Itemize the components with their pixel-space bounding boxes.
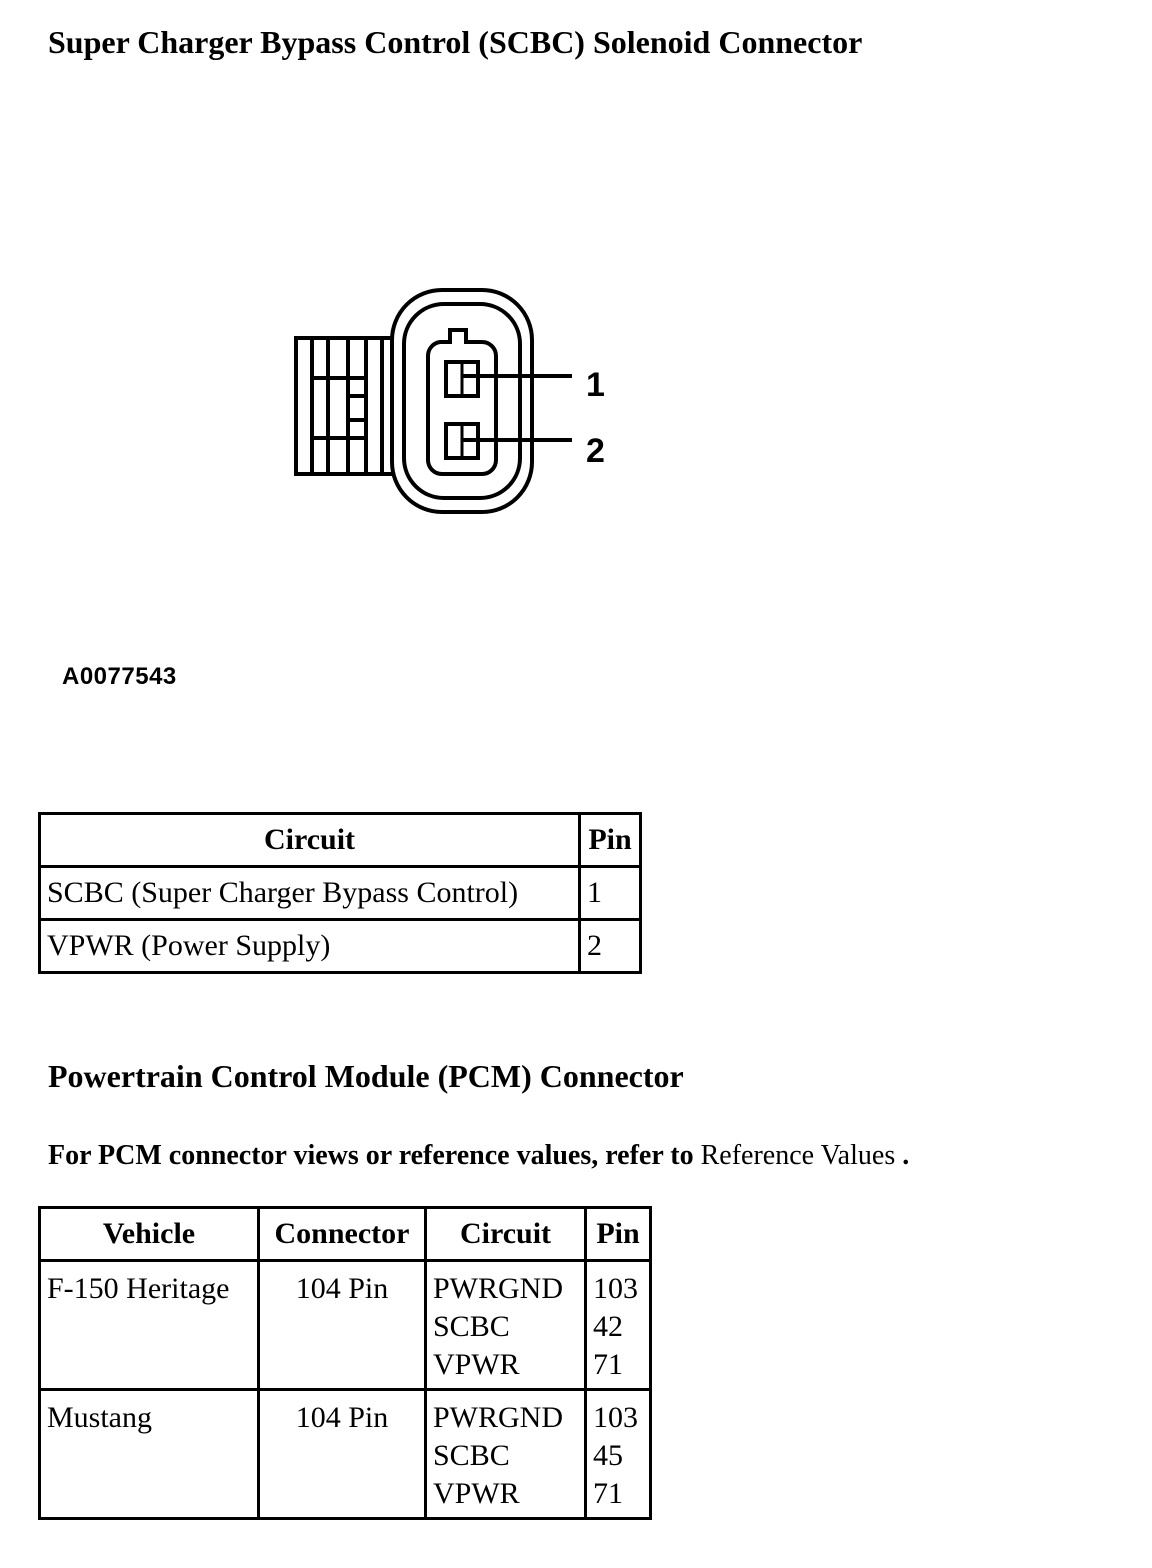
figure-id: A0077543	[62, 663, 177, 690]
table-row: F-150 Heritage 104 Pin PWRGND SCBC VPWR …	[38, 1259, 652, 1391]
header-circuit: Circuit	[38, 812, 581, 868]
circuit-cell: VPWR (Power Supply)	[38, 918, 581, 974]
note-end: .	[902, 1140, 910, 1171]
note-text: For PCM connector views or reference val…	[48, 1140, 694, 1171]
section-title: Powertrain Control Module (PCM) Connecto…	[48, 1058, 684, 1094]
circuit-cell: SCBC (Super Charger Bypass Control)	[38, 865, 581, 921]
circuit-line: VPWR	[433, 1348, 520, 1381]
pin-1-label: 1	[586, 366, 605, 404]
pin-cell: 103 42 71	[584, 1259, 652, 1391]
circuit-line: SCBC	[433, 1310, 510, 1343]
pin-2-label: 2	[586, 432, 605, 470]
vehicle-cell: F-150 Heritage	[38, 1259, 260, 1391]
table-header-row: Circuit Pin	[38, 812, 642, 868]
scbc-connector-diagram: 1 2	[294, 288, 605, 514]
reference-note: For PCM connector views or reference val…	[48, 1136, 909, 1176]
pin-line: 71	[593, 1477, 623, 1510]
circuit-line: PWRGND	[433, 1401, 564, 1434]
header-connector: Connector	[257, 1206, 427, 1262]
pin-line: 71	[593, 1348, 623, 1381]
pin-line: 45	[593, 1439, 623, 1472]
table-row: Mustang 104 Pin PWRGND SCBC VPWR 103 45 …	[38, 1388, 652, 1520]
circuit-cell: PWRGND SCBC VPWR	[424, 1388, 587, 1520]
circuit-cell: PWRGND SCBC VPWR	[424, 1259, 587, 1391]
circuit-line: SCBC	[433, 1439, 510, 1472]
page-title: Super Charger Bypass Control (SCBC) Sole…	[48, 24, 863, 60]
table-row: VPWR (Power Supply) 2	[38, 918, 642, 974]
header-circuit: Circuit	[424, 1206, 587, 1262]
header-pin: Pin	[578, 812, 642, 868]
header-vehicle: Vehicle	[38, 1206, 260, 1262]
pin-cell: 2	[578, 918, 642, 974]
table-row: SCBC (Super Charger Bypass Control) 1	[38, 865, 642, 921]
reference-values-link[interactable]: Reference Values	[700, 1140, 896, 1171]
connector-cell: 104 Pin	[257, 1388, 427, 1520]
circuit-line: VPWR	[433, 1477, 520, 1510]
pin-line: 103	[593, 1272, 638, 1305]
solenoid-pin-table: Circuit Pin SCBC (Super Charger Bypass C…	[38, 812, 642, 974]
pin-cell: 1	[578, 865, 642, 921]
table-header-row: Vehicle Connector Circuit Pin	[38, 1206, 652, 1262]
pin-line: 42	[593, 1310, 623, 1343]
pcm-pin-table: Vehicle Connector Circuit Pin F-150 Heri…	[38, 1206, 652, 1520]
connector-cell: 104 Pin	[257, 1259, 427, 1391]
pin-cell: 103 45 71	[584, 1388, 652, 1520]
circuit-line: PWRGND	[433, 1272, 564, 1305]
vehicle-cell: Mustang	[38, 1388, 260, 1520]
header-pin: Pin	[584, 1206, 652, 1262]
pin-line: 103	[593, 1401, 638, 1434]
